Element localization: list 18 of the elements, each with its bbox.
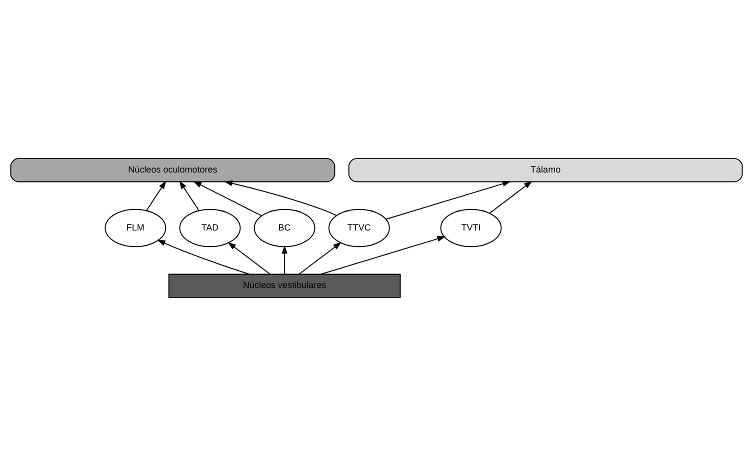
node-ellipse: BC — [254, 208, 316, 248]
arrow — [179, 180, 200, 211]
node-ellipse: TAD — [179, 208, 241, 248]
node-box: Núcleos vestibulares — [168, 274, 401, 298]
node-ellipse: TVTI — [440, 208, 502, 248]
arrow — [193, 181, 262, 216]
arrow — [146, 180, 166, 211]
arrow — [224, 180, 338, 216]
arrow — [385, 180, 511, 220]
node-box: Tálamo — [348, 158, 743, 182]
arrow — [156, 240, 250, 275]
node-ellipse: TTVC — [328, 208, 390, 248]
arrow — [320, 236, 446, 275]
arrow — [282, 245, 288, 275]
arrow — [489, 180, 532, 214]
arrow — [228, 242, 270, 275]
node-box: Núcleos oculomotores — [10, 158, 336, 182]
arrow — [298, 242, 342, 275]
